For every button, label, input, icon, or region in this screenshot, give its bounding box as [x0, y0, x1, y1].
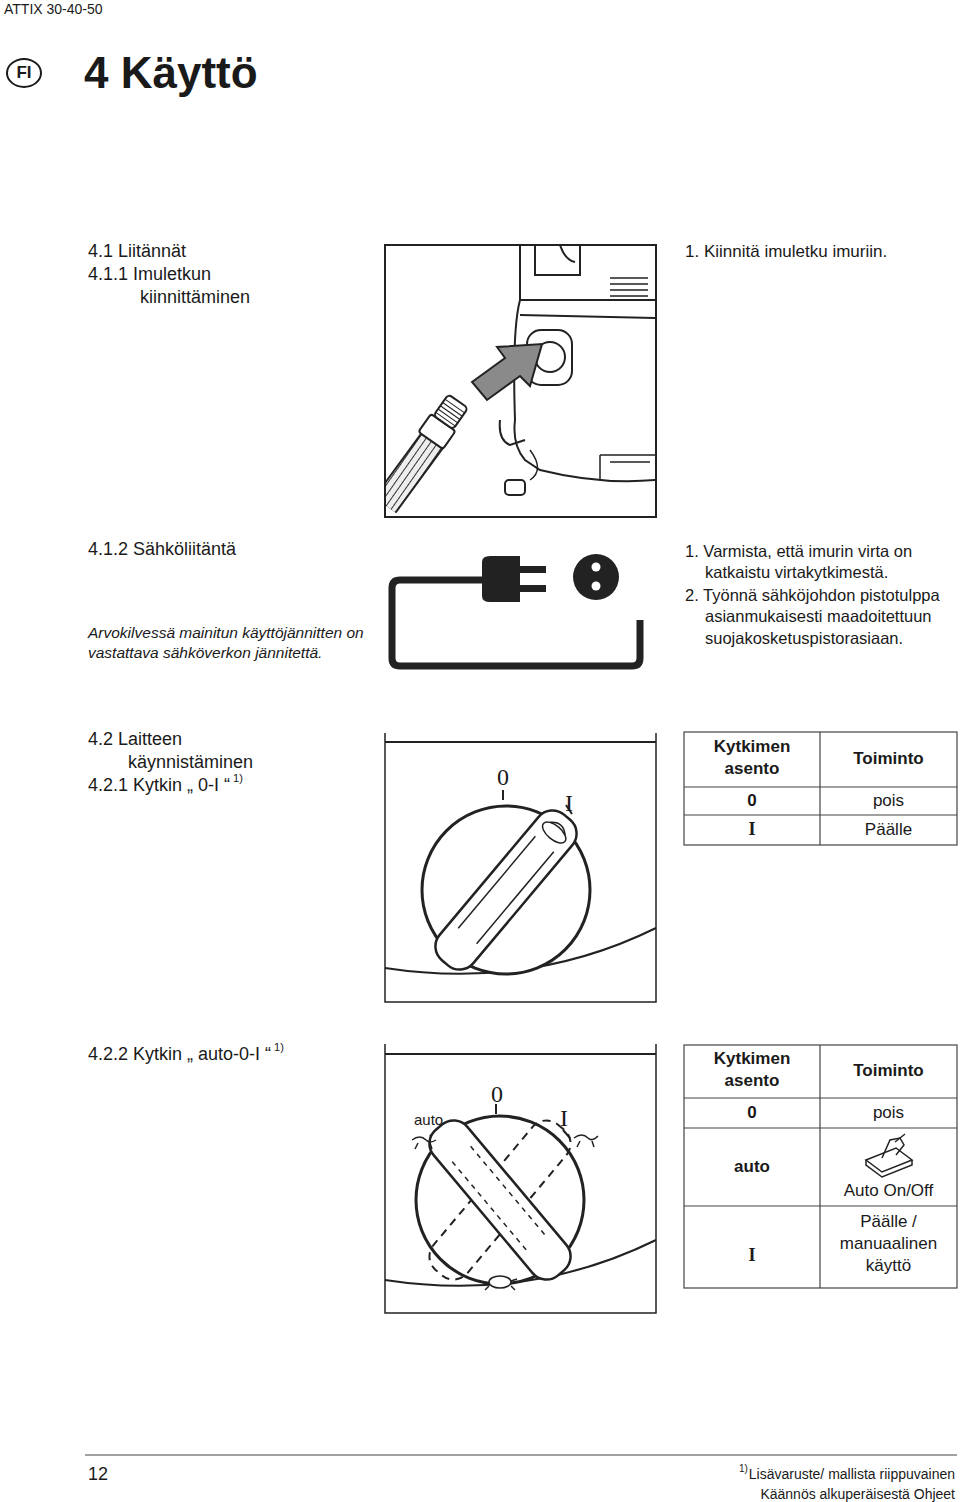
page-text: 2. Työnnä sähköjohdon pistotulppa asianm… — [685, 585, 957, 649]
page-text: I — [684, 1244, 820, 1267]
page-text: 4.2.1 Kytkin „ 0-I “ — [88, 774, 230, 797]
page-text: Arvokilvessä mainitun käyttöjännitten on… — [88, 623, 383, 663]
plug-icon — [392, 554, 640, 666]
page-text: Päälle — [820, 819, 957, 841]
table-grid — [684, 732, 957, 1288]
page-text: auto — [414, 1110, 464, 1130]
page-text: 12 — [88, 1463, 108, 1486]
page-text: Toiminto — [820, 1060, 957, 1082]
page-text: I — [560, 1103, 582, 1134]
page-text: Kytkimen asento — [684, 1048, 820, 1092]
language-badge: FI — [6, 58, 42, 88]
page-text: 0 — [684, 790, 820, 812]
page-text: 1) — [274, 1040, 284, 1054]
page-text: pois — [820, 790, 957, 812]
page-text: I — [684, 818, 820, 841]
switch-dial — [385, 733, 656, 1002]
footer-rule — [85, 1455, 957, 1456]
page-text: 4.2 Laitteen käynnistäminen — [88, 728, 308, 775]
page-text: 4.2.2 Kytkin „ auto-0-I “ — [88, 1043, 271, 1066]
page-text: 0 — [480, 1079, 514, 1110]
page-text: auto — [684, 1156, 820, 1178]
page-text: 1. Varmista, että imurin virta on katkai… — [685, 541, 957, 584]
page-text: Päälle / manuaalinen käyttö — [820, 1211, 957, 1277]
page-text: 4.1.1 Imuletkun kiinnittäminen — [88, 263, 308, 310]
page-text: Lisävaruste/ mallista riippuvainen — [749, 1465, 955, 1483]
page-text: 4.1 Liitännät — [88, 240, 308, 263]
page-text: 0 — [486, 762, 520, 793]
page-text: 4.1.2 Sähköliitäntä — [88, 538, 368, 561]
badge-text: FI — [16, 62, 31, 84]
page-text: 1) — [233, 771, 243, 785]
page-text: Käännös alkuperäisestä Ohjeet — [760, 1485, 955, 1502]
page-text: pois — [820, 1102, 957, 1124]
page-text: 0 — [684, 1102, 820, 1124]
hose-illustration — [385, 245, 656, 517]
page-text: Toiminto — [820, 748, 957, 770]
page-text: I — [565, 788, 587, 819]
page-text: 1) — [739, 1462, 748, 1475]
page-text: ATTIX 30-40-50 — [4, 0, 103, 18]
sander-icon — [866, 1134, 912, 1177]
page-title: 4 Käyttö — [84, 44, 258, 101]
auto-switch-dial — [385, 1044, 656, 1313]
page-text: 1. Kiinnitä imuletku imuriin. — [685, 241, 957, 263]
page-text: Auto On/Off — [820, 1180, 957, 1202]
page-text: Kytkimen asento — [684, 736, 820, 780]
